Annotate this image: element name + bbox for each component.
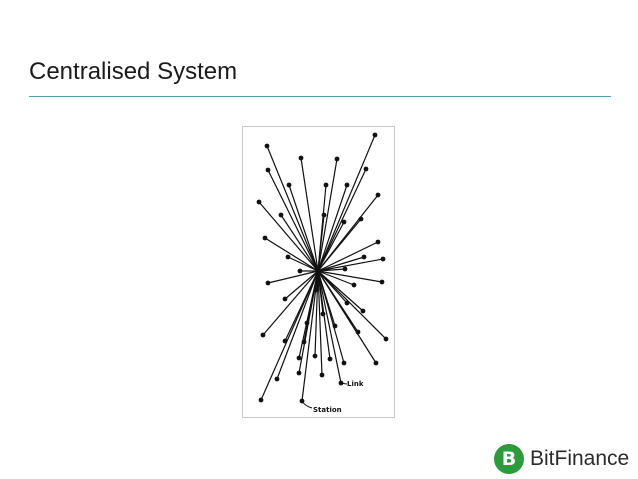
network-link — [317, 270, 342, 384]
network-link — [317, 184, 348, 272]
station-node — [319, 372, 325, 378]
station-node — [351, 282, 357, 288]
centralised-network-diagram: Link Station — [242, 126, 395, 418]
network-link — [280, 214, 319, 272]
network-link — [267, 169, 319, 272]
network-link — [314, 270, 319, 357]
station-node — [344, 300, 350, 306]
network-link — [317, 218, 362, 272]
station-node — [334, 156, 340, 162]
network-link — [260, 270, 319, 401]
slide-title: Centralised System — [29, 58, 238, 85]
station-node — [312, 353, 318, 359]
network-link — [317, 270, 355, 286]
network-link — [317, 158, 338, 272]
title-divider — [29, 96, 611, 97]
network-link — [262, 270, 319, 336]
network-link — [317, 256, 365, 272]
station-node — [321, 212, 327, 218]
network-link — [317, 221, 345, 272]
station-node — [282, 338, 288, 344]
station-node — [355, 329, 361, 335]
station-node — [282, 296, 288, 302]
station-node — [304, 320, 310, 326]
network-link — [317, 270, 377, 364]
network-link — [287, 256, 319, 272]
station-node — [332, 323, 338, 329]
network-link — [317, 270, 387, 340]
network-svg: Link Station — [256, 132, 389, 414]
station-node — [256, 199, 262, 205]
station-node — [358, 216, 364, 222]
network-link — [267, 270, 319, 284]
station-node — [327, 356, 333, 362]
station-label: Station — [313, 406, 342, 414]
station-node — [265, 280, 271, 286]
central-hub-node — [315, 268, 321, 274]
station-node — [260, 332, 266, 338]
station-node — [286, 182, 292, 188]
bitfinance-logo-icon: B — [494, 444, 524, 474]
station-node — [383, 336, 389, 342]
station-node — [361, 254, 367, 260]
network-link — [284, 270, 319, 300]
bitfinance-logo: B BitFinance — [494, 442, 629, 476]
station-node — [297, 268, 303, 274]
network-link — [276, 270, 319, 380]
station-node — [278, 212, 284, 218]
station-node — [301, 339, 307, 345]
station-node — [320, 311, 326, 317]
network-link — [317, 270, 323, 376]
station-node — [285, 254, 291, 260]
network-link — [317, 214, 325, 272]
bitfinance-logo-text: BitFinance — [530, 447, 630, 470]
station-node — [296, 370, 302, 376]
link-label-pointer — [339, 382, 348, 385]
station-node — [323, 182, 329, 188]
network-link — [300, 157, 319, 272]
station-node — [341, 219, 347, 225]
station-node — [264, 143, 270, 149]
network-link — [266, 145, 319, 272]
station-node — [274, 376, 280, 382]
station-node — [342, 266, 348, 272]
network-link — [301, 270, 319, 402]
station-node — [313, 287, 319, 293]
station-node — [379, 279, 385, 285]
network-link — [317, 241, 379, 272]
network-link — [317, 168, 367, 272]
station-label-pointer — [301, 400, 313, 409]
station-node — [296, 355, 302, 361]
station-node — [265, 167, 271, 173]
station-node — [375, 239, 381, 245]
station-node — [258, 397, 264, 403]
station-node — [298, 155, 304, 161]
network-link — [317, 258, 384, 272]
station-node — [341, 360, 347, 366]
station-node — [372, 132, 378, 138]
station-node — [360, 308, 366, 314]
station-node — [344, 182, 350, 188]
network-link — [317, 134, 376, 272]
network-link — [317, 270, 383, 283]
network-link — [288, 184, 319, 272]
link-label: Link — [347, 380, 364, 388]
network-link — [317, 270, 345, 364]
station-node — [373, 360, 379, 366]
station-node — [375, 192, 381, 198]
station-node — [363, 166, 369, 172]
network-link — [258, 201, 319, 272]
network-link — [264, 237, 319, 272]
station-node — [262, 235, 268, 241]
station-node — [380, 256, 386, 262]
